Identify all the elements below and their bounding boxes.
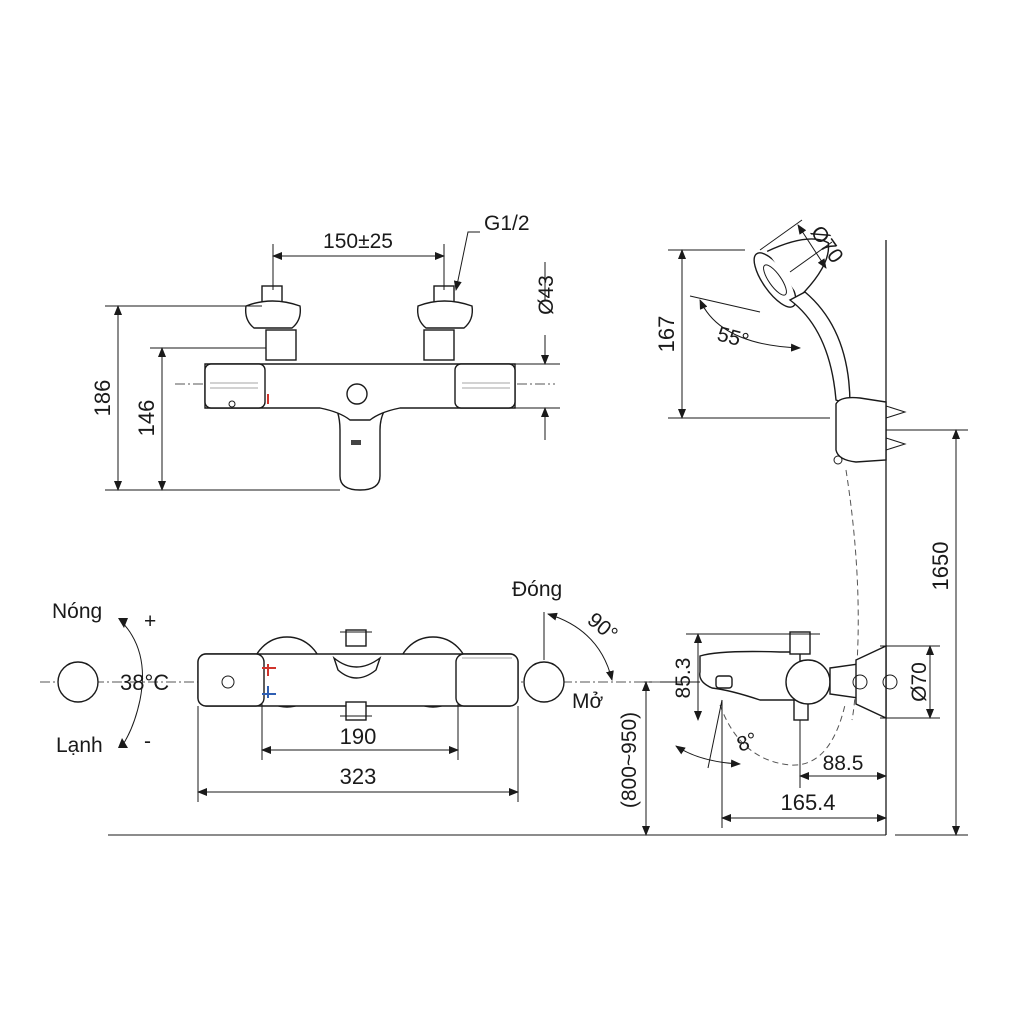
- right-connector: [416, 285, 474, 361]
- temp-handle-top: [197, 653, 265, 707]
- side-mixer-knob: [785, 659, 831, 705]
- dim-1650: 1650: [928, 542, 953, 591]
- dim-853: 85.3: [672, 658, 695, 699]
- dim-150: 150±25: [323, 230, 393, 253]
- dim-190: 190: [340, 724, 377, 749]
- dim-g12: G1/2: [484, 212, 530, 235]
- spout-top: [332, 655, 382, 679]
- top-view-bottom: Nóng + 38°C Lạnh - Đóng 90° Mở 190: [40, 578, 660, 802]
- dim-55: 55°: [715, 323, 752, 353]
- logo-mark: [351, 440, 361, 445]
- dim-167: 167: [654, 316, 679, 353]
- label-cold: Lạnh: [56, 734, 103, 757]
- dim-90: 90°: [583, 608, 622, 646]
- left-handle: [204, 363, 266, 409]
- dim-43: Ø43: [535, 275, 558, 315]
- label-closed: Đóng: [512, 578, 562, 601]
- label-minus: -: [144, 730, 151, 753]
- dim-70-flange: Ø70: [908, 662, 931, 702]
- flow-knob-symbol: [523, 661, 565, 703]
- diverter-knob: [346, 383, 368, 405]
- side-mixer-body: [699, 650, 801, 701]
- shower-hose: [845, 469, 859, 721]
- shower-holder: [835, 396, 887, 463]
- dim-800-950: (800~950): [618, 712, 641, 808]
- dim-186: 186: [90, 380, 115, 417]
- right-handle: [454, 363, 516, 409]
- dim-146: 146: [134, 400, 159, 437]
- dim-885: 88.5: [823, 752, 864, 775]
- left-connector: [244, 285, 302, 361]
- spout: [328, 397, 397, 491]
- dim-1654: 165.4: [780, 790, 835, 815]
- side-view: 167 55° Ø70 1650 85.3 Ø70: [618, 219, 968, 836]
- wall-flange: [855, 644, 887, 720]
- front-view-top: 150±25 G1/2 Ø43 186 146: [90, 212, 560, 491]
- shower-handle: [788, 291, 851, 406]
- label-temp: 38°C: [120, 670, 169, 695]
- temperature-knob-symbol: [57, 661, 99, 703]
- label-hot: Nóng: [52, 600, 102, 623]
- flow-handle-top: [455, 653, 519, 707]
- dim-8: 8°: [734, 728, 761, 756]
- label-plus: +: [144, 610, 156, 633]
- label-open: Mở: [572, 690, 603, 713]
- dim-323: 323: [340, 764, 377, 789]
